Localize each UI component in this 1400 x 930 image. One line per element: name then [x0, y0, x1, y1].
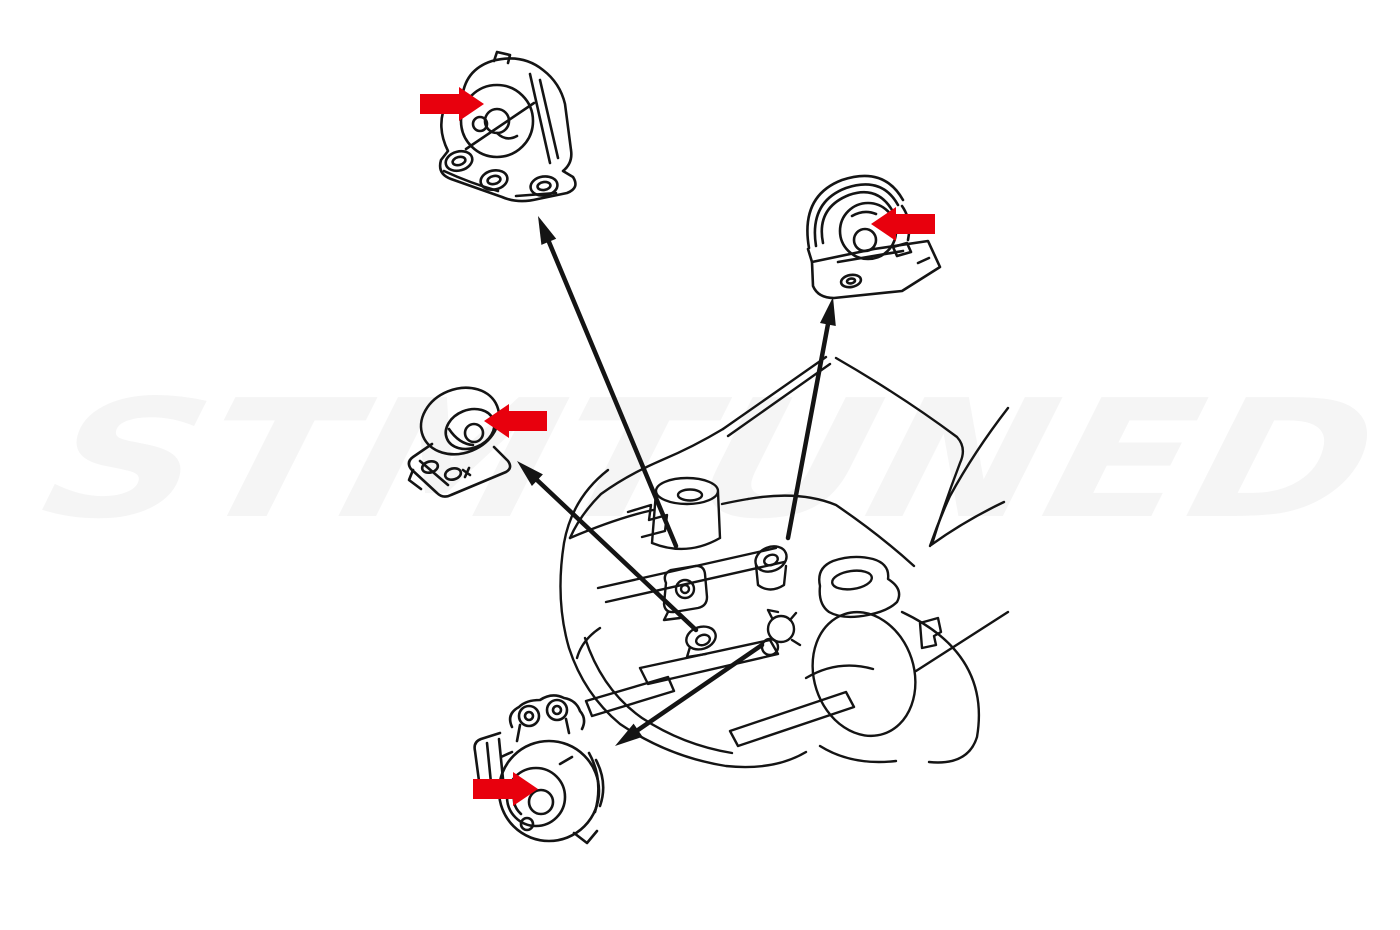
subframe	[584, 546, 856, 748]
inner-fender-steps	[626, 503, 669, 539]
arrow-shaft-upper-right	[785, 321, 831, 541]
red-arrow-upper-right	[871, 207, 935, 241]
red-arrow-middle-left	[484, 404, 547, 438]
headlight-crease	[575, 626, 602, 660]
arrow-shaft-upper-left	[546, 239, 679, 549]
beltline	[929, 500, 1006, 547]
location-arrows	[534, 239, 831, 733]
a-pillar	[928, 406, 1010, 548]
red-arrow-upper-left	[420, 87, 484, 121]
hood-left-edge	[568, 427, 725, 540]
arrowhead-upper-left	[538, 216, 557, 245]
bay-waistline	[568, 497, 750, 540]
red-indicator-arrows	[420, 87, 935, 806]
watermark-group: STMTUNED	[28, 365, 1395, 555]
cowl-wiper-lines	[721, 355, 832, 438]
bay-mount-rear	[760, 608, 802, 657]
bumper-inner-sweep	[583, 636, 734, 755]
mount-upper-right-drawing	[806, 174, 942, 300]
watermark-text: STMTUNED	[28, 365, 1395, 555]
rocker-line	[914, 610, 1010, 673]
windshield-base	[834, 356, 965, 546]
right-strut-tower	[818, 555, 901, 619]
mount-bottom-drawing	[473, 694, 605, 845]
bay-mount-front	[662, 564, 709, 622]
wheel-house	[804, 610, 981, 764]
fender-tab	[918, 616, 943, 650]
arrowhead-middle-left	[517, 461, 543, 486]
front-clip-outline	[559, 468, 808, 769]
arrow-shaft-bottom	[635, 642, 765, 733]
arrowhead-bottom	[615, 723, 643, 746]
location-arrowheads	[517, 216, 836, 746]
arrowhead-upper-right	[820, 297, 836, 326]
car-line-drawing	[559, 355, 1010, 769]
arrow-shaft-middle-left	[534, 477, 699, 633]
bay-mount-trans	[754, 545, 788, 591]
mount-upper-left-drawing	[438, 50, 577, 203]
red-arrow-bottom	[473, 772, 538, 806]
bay-mount-front-lower	[685, 625, 717, 659]
